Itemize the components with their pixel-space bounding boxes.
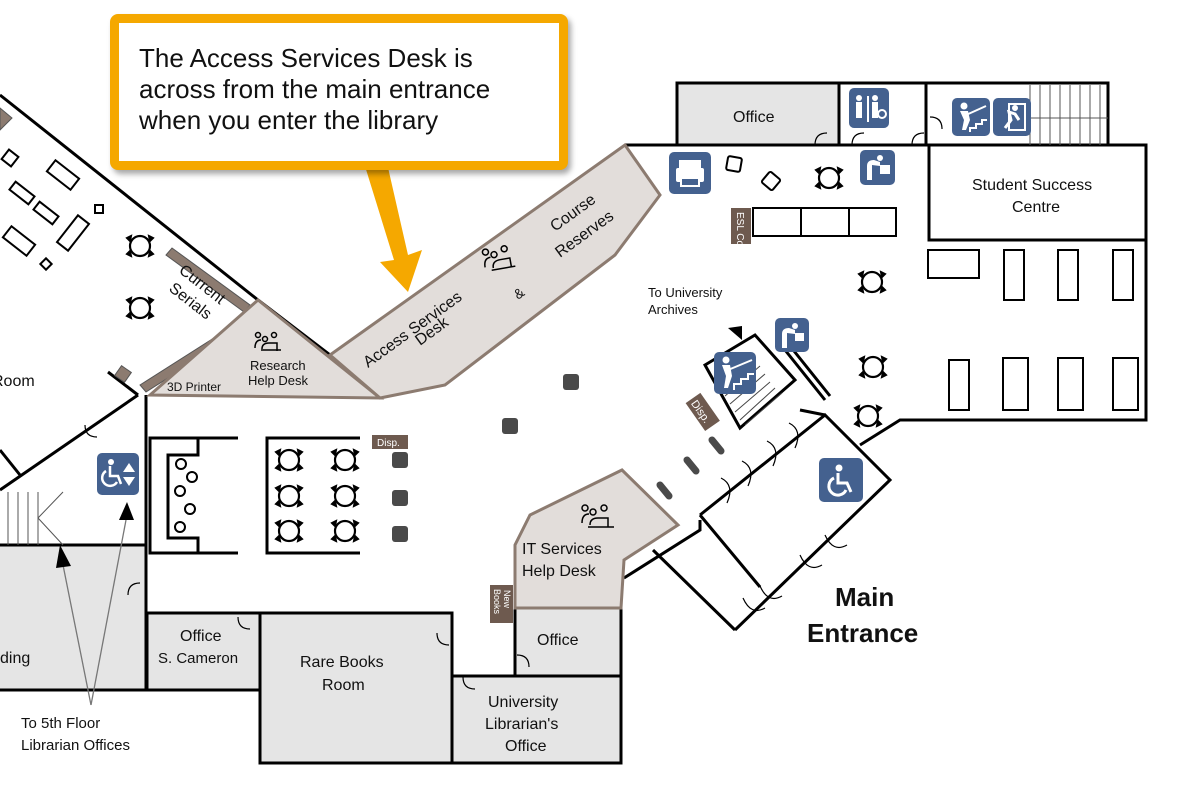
walls-layer xyxy=(0,81,1148,692)
disp-tag-label: Disp. xyxy=(377,438,400,449)
to-archives-line2: Archives xyxy=(648,302,698,317)
restroom-icon[interactable] xyxy=(849,88,889,128)
stairs-bottom-left xyxy=(7,491,64,546)
dashes xyxy=(656,436,725,500)
student-success-line1: Student Success xyxy=(972,177,1092,194)
emergency-exit-icon[interactable] xyxy=(993,98,1031,136)
univ-librarian-line3: Office xyxy=(505,738,547,755)
main-entrance-line1: Main xyxy=(835,582,894,612)
stairs-icon-archives[interactable] xyxy=(714,352,756,394)
water-fountain-icon[interactable] xyxy=(860,150,895,185)
office-cameron-line2: S. Cameron xyxy=(158,650,238,667)
callout-line-3: when you enter the library xyxy=(139,105,439,135)
posts-layer xyxy=(392,374,579,542)
univ-librarian-line2: Librarian's xyxy=(485,716,558,733)
main-entrance-line2: Entrance xyxy=(807,618,918,648)
help-desk-icon-it xyxy=(581,504,614,528)
to-5th-floor-line1: To 5th Floor xyxy=(21,715,100,732)
office-it-label: Office xyxy=(537,632,579,649)
rare-books-line1: Rare Books xyxy=(300,654,384,671)
it-services-line2: Help Desk xyxy=(522,563,597,580)
office-top-room[interactable] xyxy=(675,81,841,147)
display-tag-cafe: Disp. xyxy=(372,435,408,449)
rare-books-line2: Room xyxy=(322,677,365,694)
rooms-layer xyxy=(0,81,841,765)
callout-box: The Access Services Desk is across from … xyxy=(110,14,568,170)
water-fountain-icon-2[interactable] xyxy=(775,318,809,352)
it-services-line1: IT Services xyxy=(522,541,602,558)
doors-layer xyxy=(84,116,943,690)
callout-line-1: The Access Services Desk is xyxy=(139,43,473,73)
stairs-top-right xyxy=(1029,85,1108,145)
help-desk-icon-research xyxy=(254,331,281,351)
access-services-desk-area[interactable] xyxy=(327,142,662,400)
student-success-line2: Centre xyxy=(1012,199,1060,216)
printer-3d-label: 3D Printer xyxy=(167,380,221,394)
esl-tag-label: ESL Col. xyxy=(734,212,745,251)
reading-partial-label: ding xyxy=(0,650,30,667)
stairs-icon[interactable] xyxy=(952,98,990,136)
rare-books-room[interactable] xyxy=(258,611,454,765)
callout-line-2: across from the main entrance xyxy=(139,74,491,104)
it-services-desk-area[interactable] xyxy=(513,468,681,610)
research-help-line2: Help Desk xyxy=(248,373,308,388)
room-partial-label: Room xyxy=(0,373,35,390)
office-top-label: Office xyxy=(733,109,775,126)
to-5th-floor-line2: Librarian Offices xyxy=(21,737,130,754)
stairs-archives xyxy=(724,365,783,426)
help-desk-icon-access xyxy=(481,245,516,272)
to-archives-line1: To University xyxy=(648,285,723,300)
new-books-line2: Books xyxy=(492,589,502,615)
univ-librarian-room[interactable] xyxy=(450,674,623,765)
wheelchair-icon[interactable] xyxy=(819,458,863,502)
new-books-line1: New xyxy=(502,590,512,609)
research-help-desk-area[interactable] xyxy=(146,298,385,400)
accessible-elevator-icon[interactable] xyxy=(97,453,139,495)
furniture-layer xyxy=(0,148,1139,543)
esl-collection-tag: ESL Col. xyxy=(731,208,751,251)
research-help-line1: Research xyxy=(250,358,306,373)
office-cameron-line1: Office xyxy=(180,628,222,645)
desk-layer xyxy=(146,142,681,610)
univ-librarian-line1: University xyxy=(488,694,558,711)
new-books-tag: New Books xyxy=(490,585,513,623)
display-tag-archives: Disp. xyxy=(685,392,720,432)
callout-arrow xyxy=(360,150,422,292)
arrows-5th-floor xyxy=(56,326,742,706)
callout-text: The Access Services Desk is across from … xyxy=(139,43,559,136)
printer-icon[interactable] xyxy=(669,152,711,194)
